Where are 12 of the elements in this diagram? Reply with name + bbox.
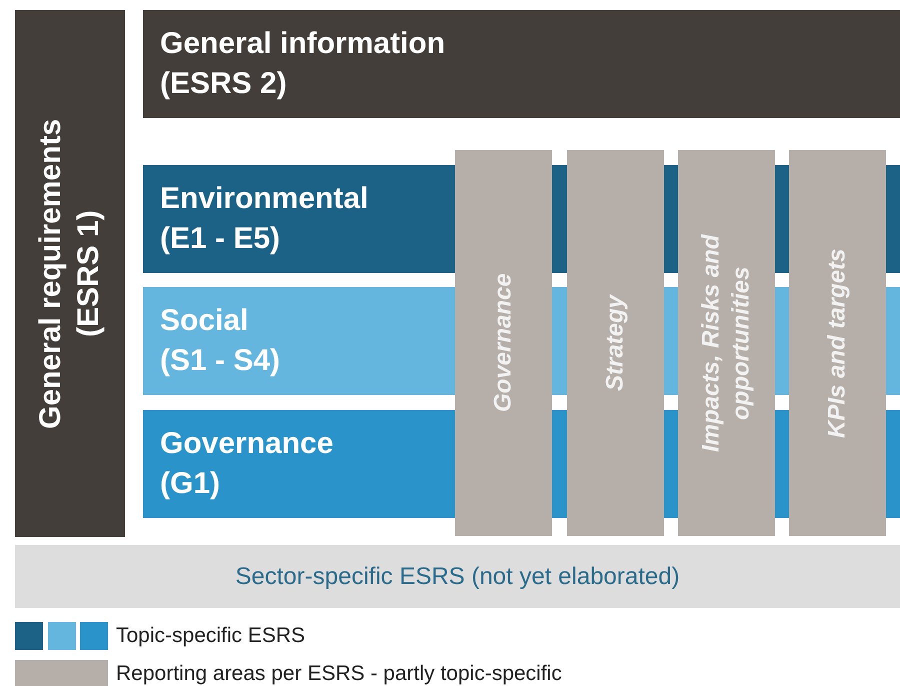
reporting-column: Governance	[455, 150, 552, 536]
requirements-band: General requirements (ESRS 1)	[15, 10, 125, 537]
reporting-column: Strategy	[567, 150, 664, 536]
sector-band: Sector-specific ESRS (not yet elaborated)	[15, 545, 900, 608]
header-band: General information (ESRS 2)	[143, 10, 900, 118]
reporting-column: Impacts, Risks and opportunities	[678, 150, 775, 536]
legend-label: Topic-specific ESRS	[116, 624, 306, 648]
topic-band: Social (S1 - S4)	[143, 287, 455, 395]
topic-band: Governance (G1)	[143, 410, 455, 518]
reporting-column: KPIs and targets	[789, 150, 886, 536]
legend-label: Reporting areas per ESRS - partly topic-specific	[116, 662, 562, 686]
topic-band: Environmental (E1 - E5)	[143, 165, 455, 273]
